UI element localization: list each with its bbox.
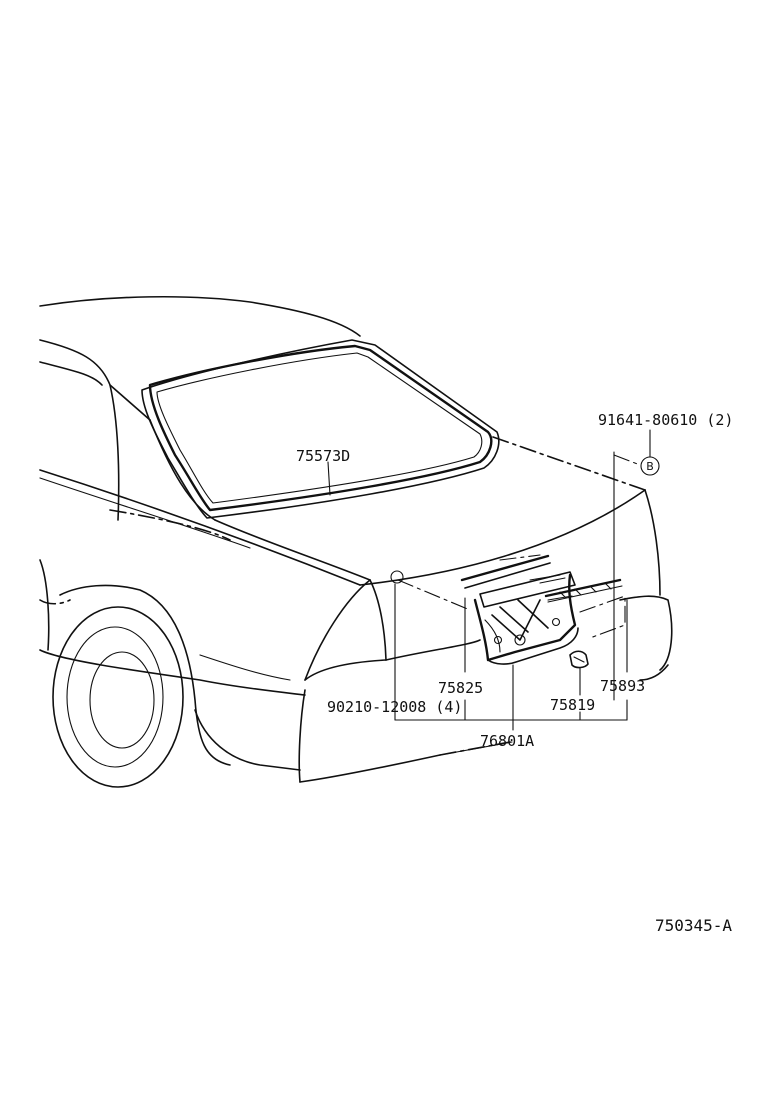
garnish-assembly bbox=[460, 554, 623, 669]
label-90210-12008: 90210-12008 (4) bbox=[327, 698, 462, 716]
label-91641-80610: 91641-80610 (2) bbox=[598, 411, 733, 429]
reference-b-mark: B bbox=[646, 460, 654, 473]
label-75893: 75893 bbox=[600, 677, 645, 695]
label-76801a: 76801A bbox=[480, 732, 534, 750]
diagram-code: 750345-A bbox=[655, 916, 732, 935]
back-window bbox=[141, 339, 500, 519]
screw-marker-icon bbox=[390, 570, 404, 584]
label-75819: 75819 bbox=[550, 696, 595, 714]
car-body bbox=[39, 295, 673, 788]
label-75825: 75825 bbox=[438, 679, 483, 697]
callout-lines bbox=[394, 429, 651, 756]
label-75573d: 75573D bbox=[296, 447, 350, 465]
leader-75573d bbox=[327, 461, 331, 496]
reference-b-icon bbox=[640, 456, 660, 476]
